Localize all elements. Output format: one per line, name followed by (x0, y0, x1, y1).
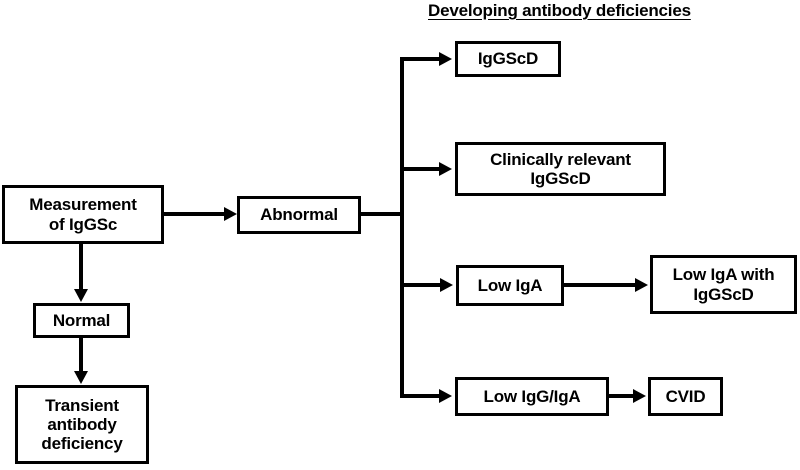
edge-measurement-to-abnormal-arrowhead (224, 207, 237, 221)
edge-trunk-to-iggscd-arrowhead (439, 52, 452, 66)
edge-measurement-to-abnormal-line (164, 212, 228, 216)
edge-trunk-to-low-iga-arrowhead (440, 278, 453, 292)
edge-normal-to-transient-line (79, 338, 83, 373)
edge-measurement-to-normal-arrowhead (74, 289, 88, 302)
node-low-iga: Low IgA (456, 265, 564, 306)
edge-low-igg-iga-to-cvid-line (609, 394, 636, 398)
edge-trunk-to-clinical-iggscd-line (400, 167, 442, 171)
branch-trunk-line (400, 57, 404, 398)
edge-normal-to-transient-arrowhead (74, 371, 88, 384)
diagram-title: Developing antibody deficiencies (428, 1, 691, 20)
node-normal: Normal (33, 303, 130, 338)
node-clinically-relevant-iggscd: Clinically relevant IgGScD (455, 142, 666, 196)
edge-trunk-to-clinical-iggscd-arrowhead (439, 162, 452, 176)
edge-low-igg-iga-to-cvid-arrowhead (633, 389, 646, 403)
node-low-igg-iga: Low IgG/IgA (455, 377, 609, 416)
edge-trunk-to-low-igg-iga-arrowhead (439, 389, 452, 403)
edge-trunk-to-low-iga-line (400, 283, 443, 287)
edge-abnormal-to-trunk-line (361, 212, 404, 216)
edge-trunk-to-iggscd-line (400, 57, 442, 61)
edge-low-iga-to-low-iga-iggscd-arrowhead (635, 278, 648, 292)
edge-low-iga-to-low-iga-iggscd-line (564, 283, 638, 287)
node-abnormal: Abnormal (237, 196, 361, 234)
node-measurement-of-iggsc: Measurement of IgGSc (2, 185, 164, 244)
edge-measurement-to-normal-line (79, 244, 83, 291)
node-low-iga-with-iggscd: Low IgA with IgGScD (650, 255, 797, 314)
node-iggscd: IgGScD (455, 41, 561, 77)
node-cvid: CVID (648, 377, 723, 416)
edge-trunk-to-low-igg-iga-line (400, 394, 442, 398)
node-transient-antibody-deficiency: Transient antibody deficiency (15, 385, 149, 464)
